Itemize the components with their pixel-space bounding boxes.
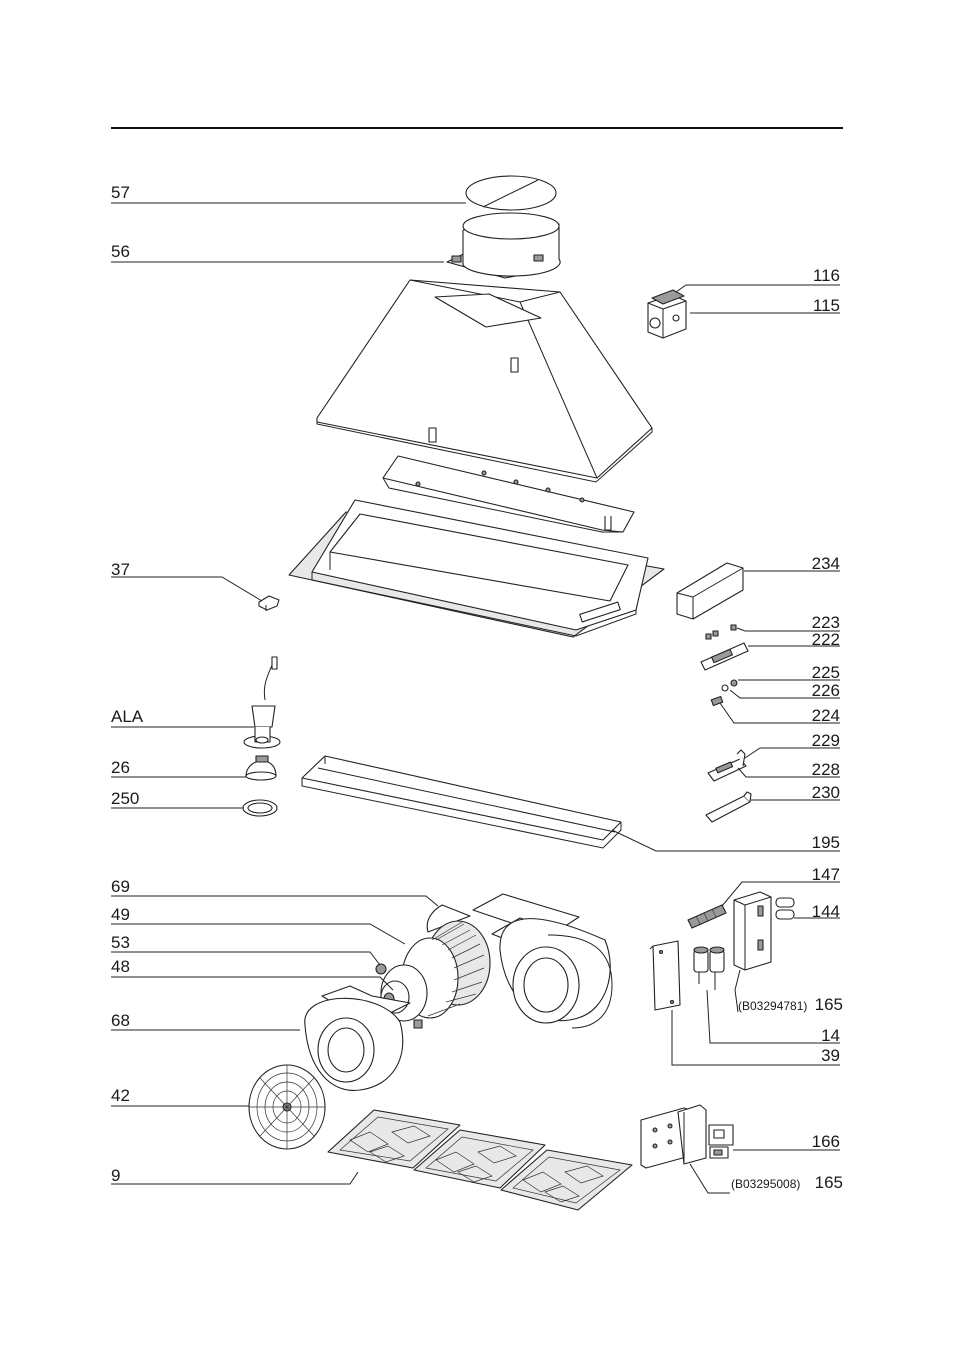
part-234-cover-box	[677, 563, 743, 619]
label-229: 229	[812, 731, 840, 750]
label-228: 228	[812, 760, 840, 779]
label-49: 49	[111, 905, 130, 924]
label-9: 9	[111, 1166, 120, 1185]
part-56-duct-collar	[447, 213, 560, 278]
label-68: 68	[111, 1011, 130, 1030]
part-147-terminal-strip	[688, 905, 726, 928]
part-hood-body	[317, 280, 652, 482]
label-234: 234	[812, 554, 840, 573]
label-39: 39	[821, 1046, 840, 1065]
part-115-116-switch-box	[648, 290, 686, 338]
label-14: 14	[821, 1026, 840, 1045]
part-37-clip	[259, 596, 279, 611]
label-166: 166	[812, 1132, 840, 1151]
label-37: 37	[111, 560, 130, 579]
label-116: 116	[813, 266, 840, 285]
part-39-cover-plate	[650, 941, 680, 1010]
label-42: 42	[111, 1086, 130, 1105]
label-115: 115	[813, 296, 840, 315]
part-166-165-mounting-box	[641, 1105, 733, 1168]
label-53: 53	[111, 933, 130, 952]
label-165b: 165	[815, 1173, 843, 1192]
label-56: 56	[111, 242, 130, 261]
part-ala-lampholder	[244, 657, 280, 748]
label-224: 224	[812, 706, 840, 725]
label-222: 222	[812, 630, 840, 649]
part-222-223-terminal	[701, 625, 748, 670]
label-57: 57	[111, 183, 130, 202]
label-147: 147	[812, 865, 840, 884]
part-57-cover-disc	[466, 176, 556, 210]
label-195: 195	[812, 833, 840, 852]
label-250: 250	[111, 789, 139, 808]
part-250-ring	[243, 800, 277, 816]
label-165a: 165	[815, 995, 843, 1014]
part-9-filters	[328, 1110, 632, 1210]
part-68-fan-housing	[305, 986, 422, 1090]
label-ala: ALA	[111, 707, 144, 726]
label-230: 230	[812, 783, 840, 802]
part-228-229-230-holders	[706, 750, 751, 822]
part-26-bulb	[246, 756, 276, 780]
part-53-nut	[376, 964, 386, 974]
label-48: 48	[111, 957, 130, 976]
label-69: 69	[111, 877, 130, 896]
label-226: 226	[812, 681, 840, 700]
label-165a-code: (B03294781)	[738, 999, 807, 1013]
part-42-grille	[249, 1065, 325, 1149]
part-195-channel	[302, 756, 621, 848]
part-14-capacitors	[694, 947, 724, 990]
label-144: 144	[812, 902, 840, 921]
part-165-control-box	[734, 892, 771, 970]
part-144-clips	[776, 898, 794, 919]
label-165b-code: (B03295008)	[731, 1177, 800, 1191]
label-225: 225	[812, 663, 840, 682]
label-26: 26	[111, 758, 130, 777]
